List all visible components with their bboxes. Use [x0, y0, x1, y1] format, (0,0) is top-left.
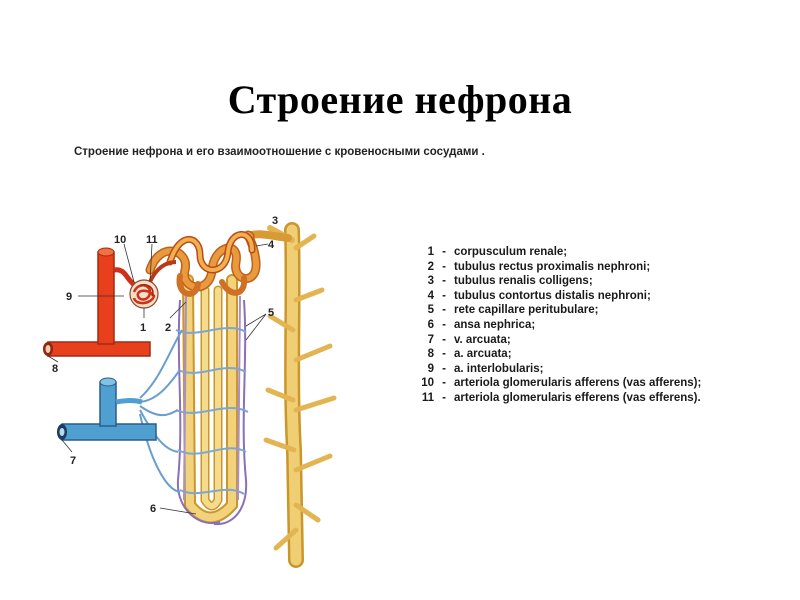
legend-item-5: 5-rete capillare peritubulare; [427, 304, 599, 317]
convoluted-tubules [145, 230, 261, 297]
renal-corpuscle [129, 260, 177, 309]
legend: 1-corpusculum renale; 2-tubulus rectus p… [414, 245, 701, 406]
collecting-duct [244, 222, 337, 568]
label-11: 11 [146, 234, 158, 246]
legend-item-4: 4-tubulus contortus distalis nephroni; [427, 289, 651, 302]
page-title: Строение нефрона [227, 77, 573, 122]
label-8: 8 [52, 363, 58, 375]
legend-item-9: 9-a. interlobularis; [427, 362, 544, 375]
label-1: 1 [140, 322, 146, 334]
legend-item-7: 7-v. arcuata; [427, 333, 511, 346]
label-9: 9 [66, 291, 72, 303]
legend-item-1: 1-corpusculum renale; [427, 246, 568, 258]
legend-item-2: 2-tubulus rectus proximalis nephroni; [427, 260, 651, 273]
legend-item-10: 10-arteriola glomerularis afferens (vas … [421, 377, 702, 390]
arcuate-artery [43, 247, 151, 357]
label-3: 3 [272, 215, 278, 227]
nephron-loop [182, 274, 238, 524]
legend-item-6: 6-ansa nephrica; [427, 318, 536, 331]
legend-item-3: 3-tubulus renalis colligens; [427, 275, 593, 288]
legend-item-11: 11-arteriola glomerularis efferens (vas … [421, 391, 701, 404]
label-10: 10 [114, 234, 126, 246]
leader-lines [47, 243, 269, 515]
label-6: 6 [150, 503, 156, 515]
label-7: 7 [70, 455, 76, 467]
label-4: 4 [268, 239, 275, 251]
label-2: 2 [165, 322, 171, 334]
label-5: 5 [268, 307, 274, 319]
legend-item-8: 8-a. arcuata; [427, 348, 512, 361]
peritubular-capillaries [139, 295, 249, 526]
figure-caption: Строение нефрона и его взаимоотношение с… [74, 146, 485, 158]
arcuate-vein [57, 377, 157, 441]
